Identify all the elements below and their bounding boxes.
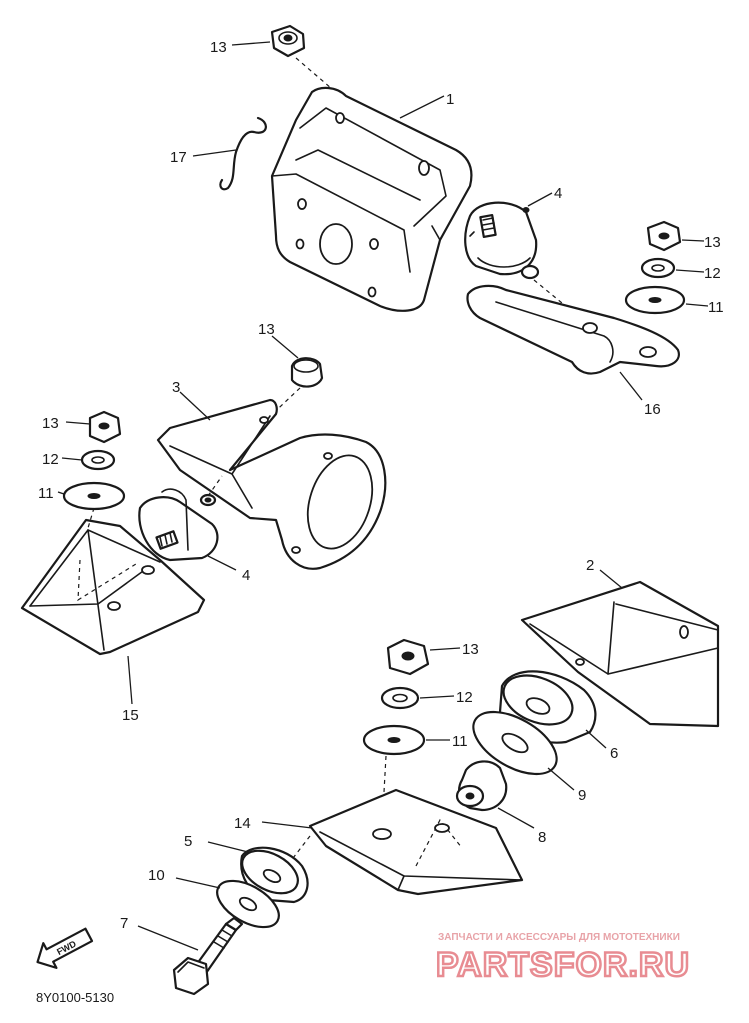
part-12-washer-left xyxy=(80,449,116,471)
callout-4b: 4 xyxy=(242,567,250,584)
callout-1: 1 xyxy=(446,91,454,108)
leader-2 xyxy=(599,569,623,589)
leader-12a xyxy=(675,269,705,273)
callout-3: 3 xyxy=(172,379,180,396)
leader-17 xyxy=(192,149,237,157)
part-11-washer-right xyxy=(624,285,686,315)
callout-8: 8 xyxy=(538,829,546,846)
callout-13d: 13 xyxy=(42,415,59,432)
callout-13c: 13 xyxy=(258,321,275,338)
part-4-upper-damper xyxy=(464,201,540,280)
leader-14 xyxy=(261,821,313,829)
leader-8 xyxy=(497,807,535,829)
leader-7 xyxy=(137,925,199,951)
leader-9 xyxy=(547,767,575,791)
leader-11b xyxy=(57,491,65,495)
leader-13e xyxy=(429,647,461,651)
diagram-code: 8Y0100-5130 xyxy=(36,990,114,1005)
leader-10 xyxy=(175,877,221,889)
callout-6: 6 xyxy=(610,745,618,762)
part-15-triangle-bracket xyxy=(20,518,206,656)
part-10-washer xyxy=(216,879,280,929)
callout-5: 5 xyxy=(184,833,192,850)
leader-12c xyxy=(419,695,455,699)
leader-15 xyxy=(127,655,133,705)
part-13-nut-middle xyxy=(290,357,324,388)
part-2-channel-bracket xyxy=(520,580,720,728)
part-14-lower-plate xyxy=(308,788,524,896)
part-17-clip xyxy=(219,116,267,191)
leader-13c xyxy=(271,335,299,359)
callout-4a: 4 xyxy=(554,185,562,202)
part-13-nut-top xyxy=(270,24,306,58)
leader-4a xyxy=(527,192,553,207)
callout-7: 7 xyxy=(120,915,128,932)
callout-12a: 12 xyxy=(704,265,721,282)
callout-2: 2 xyxy=(586,557,594,574)
callout-17: 17 xyxy=(170,149,187,166)
leader-13a xyxy=(231,41,271,46)
leader-12b xyxy=(61,457,83,461)
fwd-arrow-icon: FWD xyxy=(36,927,94,969)
leader-5 xyxy=(207,841,249,853)
callout-14: 14 xyxy=(234,815,251,832)
part-13-nut-lower xyxy=(386,638,430,676)
watermark: ЗАПЧАСТИ И АКСЕССУАРЫ ДЛЯ МОТОТЕХНИКИ PA… xyxy=(435,932,691,985)
part-13-nut-right xyxy=(646,220,682,252)
leader-13b xyxy=(681,239,705,242)
part-11-washer-lower xyxy=(362,724,426,756)
callout-11c: 11 xyxy=(452,733,468,750)
leader-16 xyxy=(619,371,643,401)
part-12-washer-right xyxy=(640,257,676,279)
part-16-bracket xyxy=(466,284,680,375)
callout-15: 15 xyxy=(122,707,139,724)
watermark-brand: PARTSFOR.RU xyxy=(436,946,690,984)
callout-10: 10 xyxy=(148,867,165,884)
callout-12c: 12 xyxy=(456,689,473,706)
part-3-ring-bracket xyxy=(156,398,387,570)
callout-13a: 13 xyxy=(210,39,227,56)
part-11-washer-left xyxy=(62,481,126,511)
callout-9: 9 xyxy=(578,787,586,804)
leader-1 xyxy=(399,95,445,119)
callout-12b: 12 xyxy=(42,451,59,468)
callout-16: 16 xyxy=(644,401,661,418)
callout-13e: 13 xyxy=(462,641,479,658)
watermark-tagline: ЗАПЧАСТИ И АКСЕССУАРЫ ДЛЯ МОТОТЕХНИКИ xyxy=(438,932,680,943)
callout-11a: 11 xyxy=(708,299,724,316)
dashline-15 xyxy=(87,507,95,529)
leader-13d xyxy=(65,421,91,425)
leader-11a xyxy=(685,303,709,307)
part-8-collar xyxy=(455,760,508,812)
part-7-bolt xyxy=(172,916,244,996)
part-4-middle-damper xyxy=(138,488,219,562)
part-9-large-washer xyxy=(472,710,558,776)
callout-11b: 11 xyxy=(38,485,54,502)
part-12-washer-lower xyxy=(380,686,420,710)
leader-6 xyxy=(585,729,607,749)
leader-4b xyxy=(207,555,237,571)
part-13-nut-left xyxy=(88,410,122,444)
leader-3 xyxy=(179,391,211,421)
callout-13b: 13 xyxy=(704,234,721,251)
part-1-upper-bracket xyxy=(270,86,473,312)
